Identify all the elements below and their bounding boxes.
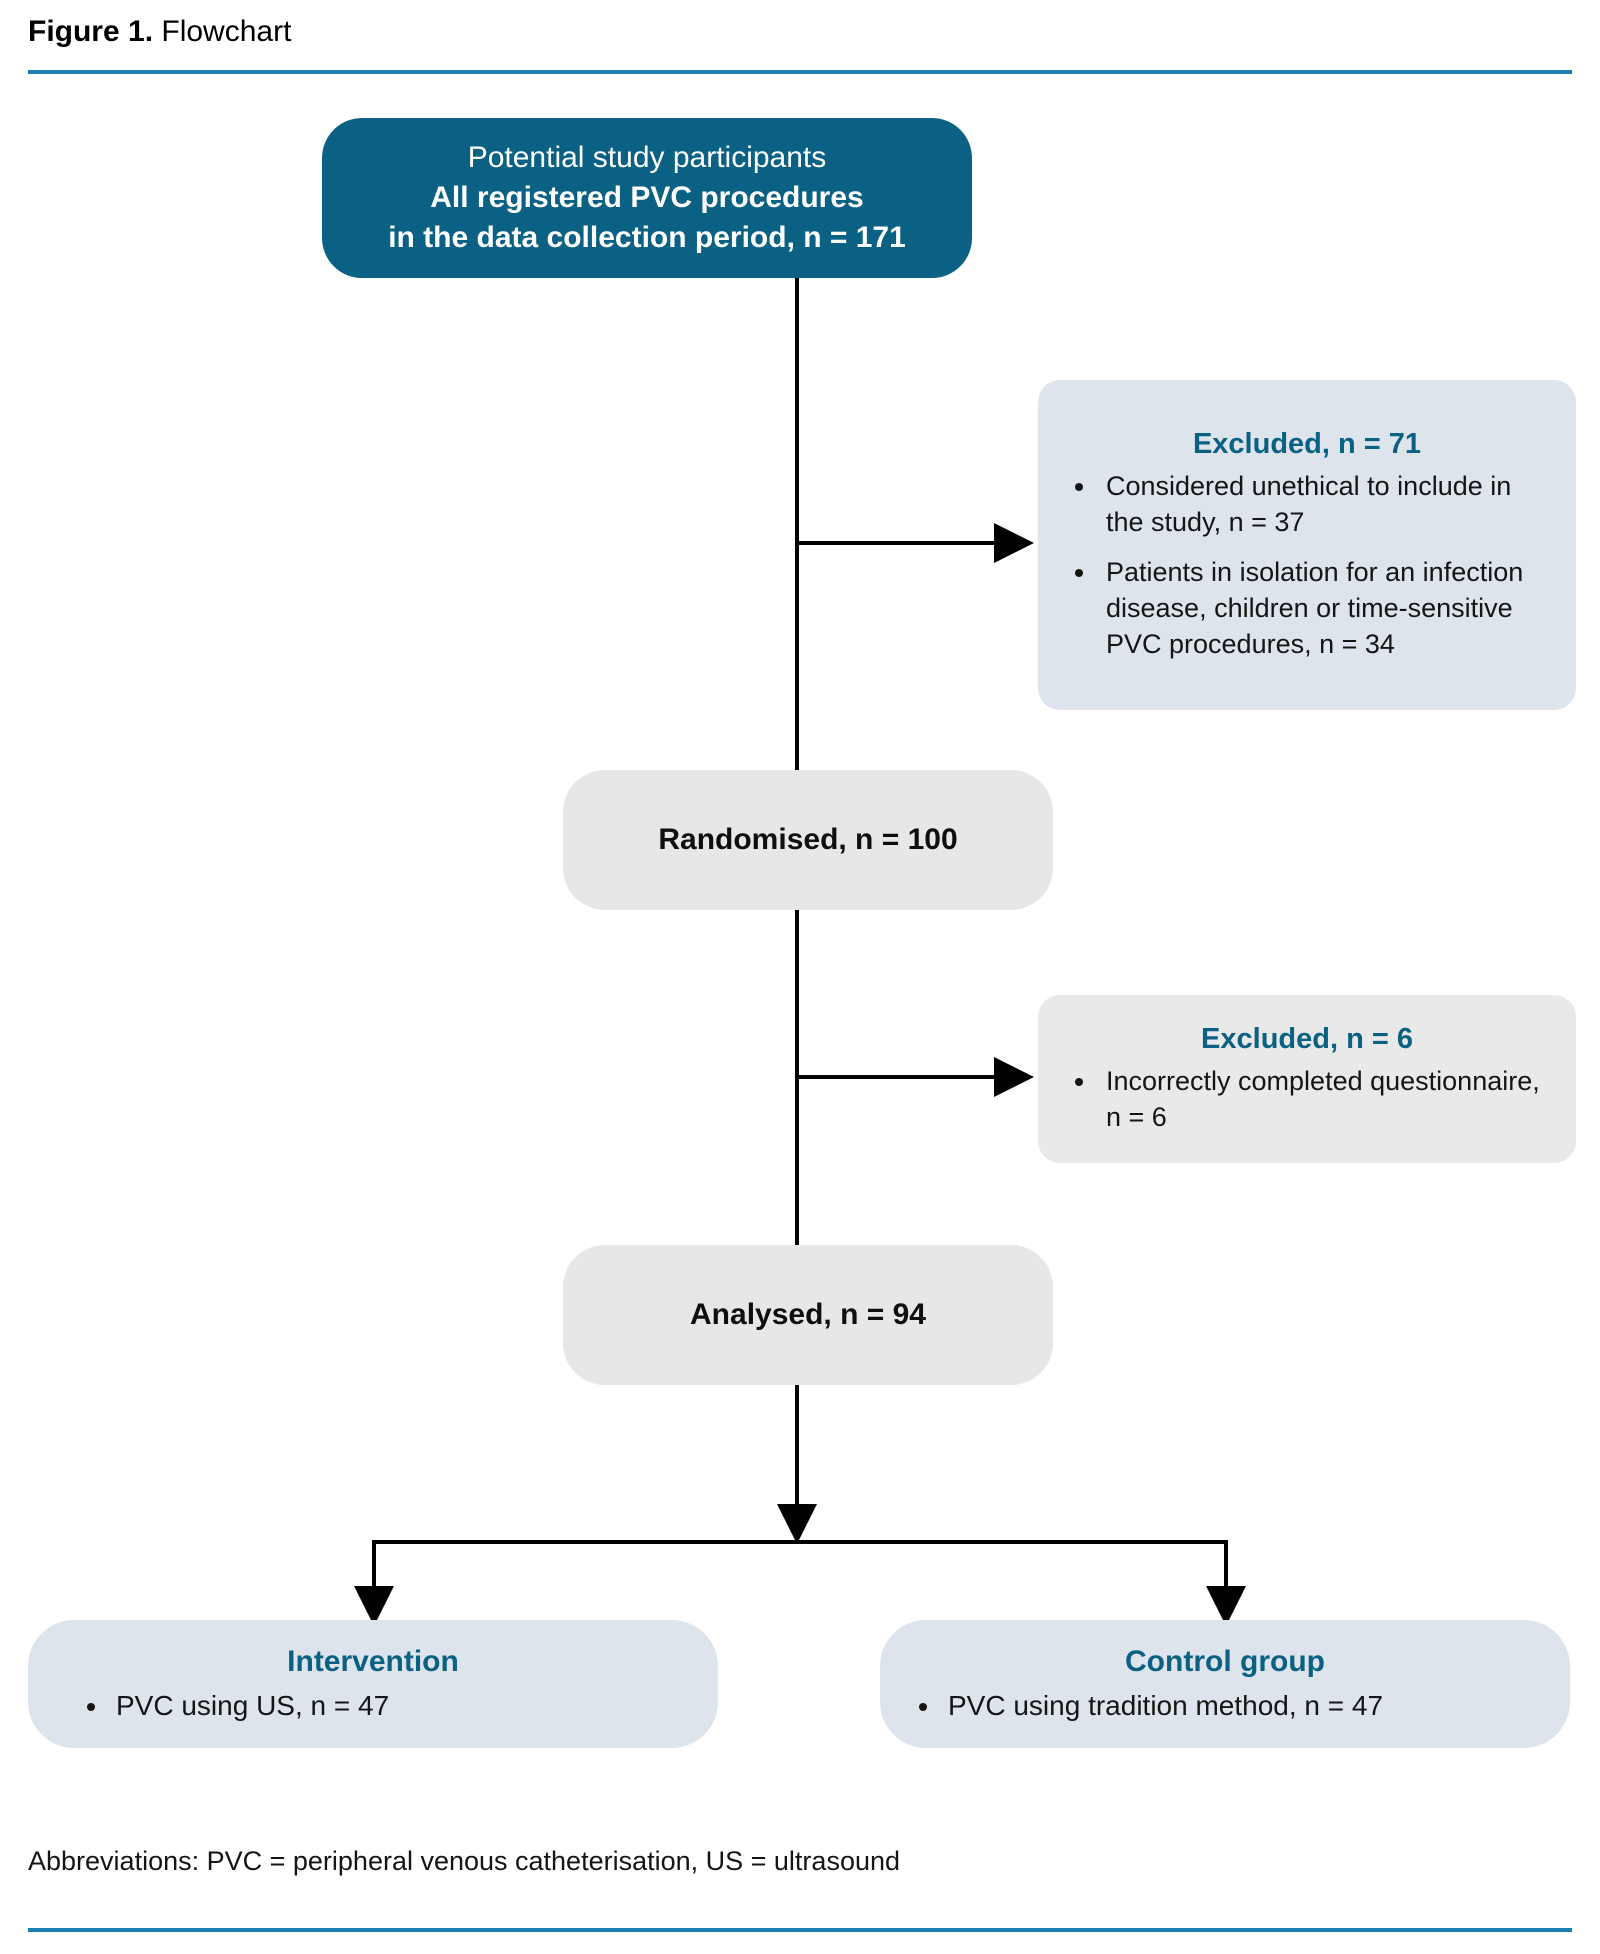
node-excluded-71: Excluded, n = 71 Considered unethical to… — [1038, 380, 1576, 710]
excluded-6-list: Incorrectly completed questionnaire, n =… — [1064, 1063, 1550, 1135]
node-randomised-label: Randomised, n = 100 — [658, 823, 958, 856]
node-intervention-arm: Intervention PVC using US, n = 47 — [28, 1620, 718, 1748]
node-potential-participants: Potential study participants All registe… — [322, 118, 972, 278]
excluded-71-title: Excluded, n = 71 — [1192, 428, 1422, 460]
figure-label: Figure 1. — [28, 15, 154, 48]
node-potential-line1: Potential study participants — [467, 141, 827, 174]
node-control-arm: Control group PVC using tradition method… — [880, 1620, 1570, 1748]
excluded-71-list: Considered unethical to include in the s… — [1064, 468, 1550, 662]
node-analysed-label: Analysed, n = 94 — [690, 1298, 926, 1331]
list-item: Patients in isolation for an infection d… — [1098, 554, 1550, 662]
figure-title: Figure 1. Flowchart — [28, 10, 291, 54]
node-potential-line3: in the data collection period, n = 171 — [388, 221, 906, 254]
list-item: PVC using US, n = 47 — [110, 1687, 718, 1725]
list-item: PVC using tradition method, n = 47 — [942, 1687, 1570, 1725]
node-potential-line2: All registered PVC procedures — [430, 181, 864, 214]
node-excluded-6: Excluded, n = 6 Incorrectly completed qu… — [1038, 995, 1576, 1163]
excluded-6-title: Excluded, n = 6 — [1201, 1023, 1413, 1055]
control-title: Control group — [1125, 1645, 1325, 1678]
list-item: Considered unethical to include in the s… — [1098, 468, 1550, 540]
node-analysed: Analysed, n = 94 — [563, 1245, 1053, 1385]
node-randomised: Randomised, n = 100 — [563, 770, 1053, 910]
intervention-list: PVC using US, n = 47 — [28, 1687, 718, 1725]
abbreviations-note: Abbreviations: PVC = peripheral venous c… — [28, 1846, 901, 1876]
footer-divider — [28, 1928, 1572, 1932]
header-divider — [28, 70, 1572, 74]
figure-caption: Flowchart — [161, 15, 292, 48]
list-item: Incorrectly completed questionnaire, n =… — [1098, 1063, 1550, 1135]
intervention-title: Intervention — [287, 1645, 459, 1678]
control-list: PVC using tradition method, n = 47 — [880, 1687, 1570, 1725]
